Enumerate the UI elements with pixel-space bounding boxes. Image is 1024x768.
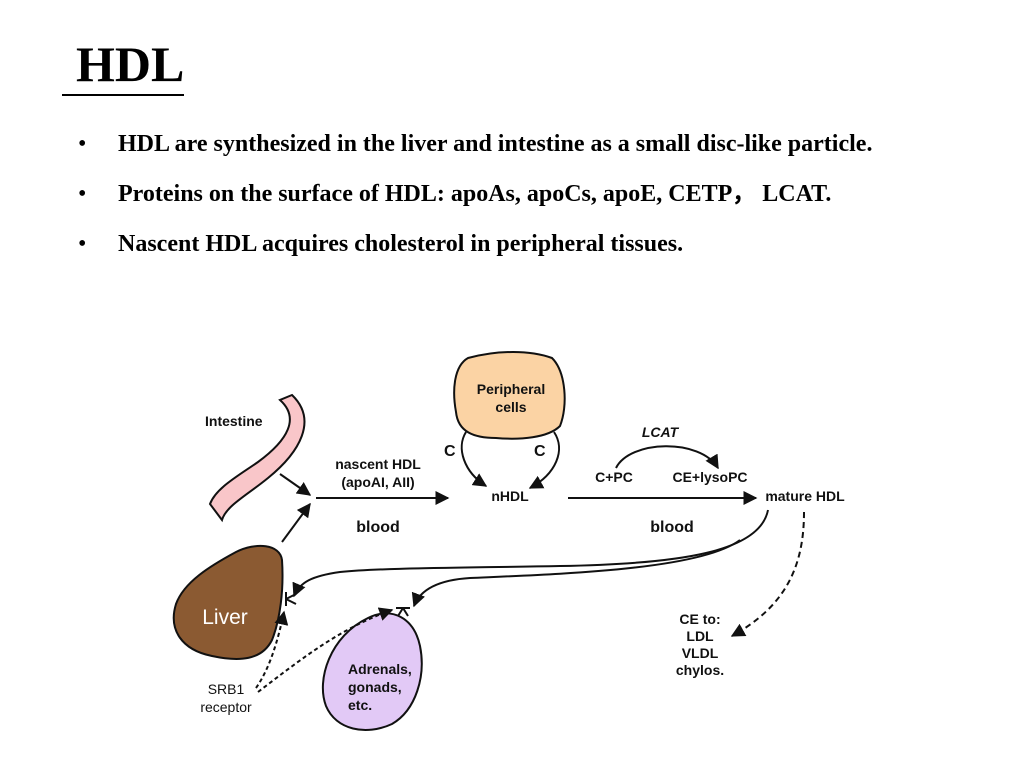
ce-transfer-arrow	[730, 511, 805, 637]
adrenals-label-line1: Adrenals,	[348, 661, 412, 677]
substrates-label: C+PC	[595, 469, 633, 485]
bullet-text: Nascent HDL acquires cholesterol in peri…	[118, 231, 684, 257]
mature-hdl-label: mature HDL	[765, 488, 845, 504]
ce-to-label-line1: CE to:	[679, 611, 720, 627]
cholesterol-arrow-right	[528, 431, 560, 489]
lcat-label: LCAT	[642, 424, 680, 440]
products-label: CE+lysoPC	[672, 469, 747, 485]
bullet-text: Proteins on the surface of HDL: apoAs, a…	[118, 181, 832, 207]
bullet-item: • Proteins on the surface of HDL: apoAs,…	[72, 177, 972, 211]
bullet-dot: •	[78, 131, 87, 157]
liver-srb1-receptor	[285, 592, 297, 606]
srb1-pointer-liver	[255, 610, 289, 689]
ce-to-label-line4: chylos.	[676, 662, 724, 678]
nascent-hdl-label-line2: (apoAI, AII)	[341, 474, 414, 490]
nascent-hdl-label-line1: nascent HDL	[335, 456, 421, 472]
peripheral-cells-label-line1: Peripheral	[477, 381, 545, 397]
peripheral-cells-shape	[453, 351, 566, 440]
ce-to-label-line3: VLDL	[682, 645, 719, 661]
srb1-label-line2: receptor	[200, 699, 252, 715]
liver-label: Liver	[202, 606, 248, 629]
srb1-label-line1: SRB1	[208, 681, 245, 697]
blood-label-right: blood	[650, 519, 694, 536]
bullet-dot: •	[78, 181, 87, 207]
bullet-item: • HDL are synthesized in the liver and i…	[72, 127, 972, 161]
liver-to-hdl-arrow	[281, 502, 311, 543]
mature-to-adrenals-arrow	[411, 539, 741, 608]
intestine-shape	[208, 393, 306, 523]
srb1-pointer-adrenals	[257, 607, 394, 693]
cholesterol-arrow-left	[460, 431, 488, 487]
adrenals-shape	[321, 612, 423, 731]
bullet-dot: •	[78, 231, 87, 257]
blood-label-left: blood	[356, 519, 400, 536]
adrenals-label-line3: etc.	[348, 697, 372, 713]
liver-shape	[172, 544, 284, 660]
cholesterol-label-left: C	[444, 443, 456, 460]
intestine-label: Intestine	[205, 413, 263, 429]
slide-title: HDL	[62, 34, 185, 96]
cholesterol-label-right: C	[534, 443, 546, 460]
bullet-item: • Nascent HDL acquires cholesterol in pe…	[72, 227, 972, 261]
adrenals-srb1-receptor	[396, 607, 410, 617]
intestine-to-hdl-arrow	[279, 473, 312, 496]
adrenals-label-line2: gonads,	[348, 679, 402, 695]
nhdl-label: nHDL	[491, 488, 529, 504]
lcat-reaction-arrow	[615, 445, 719, 470]
bullet-text: HDL are synthesized in the liver and int…	[118, 131, 873, 157]
ce-to-label-line2: LDL	[686, 628, 714, 644]
peripheral-cells-label-line2: cells	[495, 399, 526, 415]
bullet-list: • HDL are synthesized in the liver and i…	[72, 127, 972, 277]
